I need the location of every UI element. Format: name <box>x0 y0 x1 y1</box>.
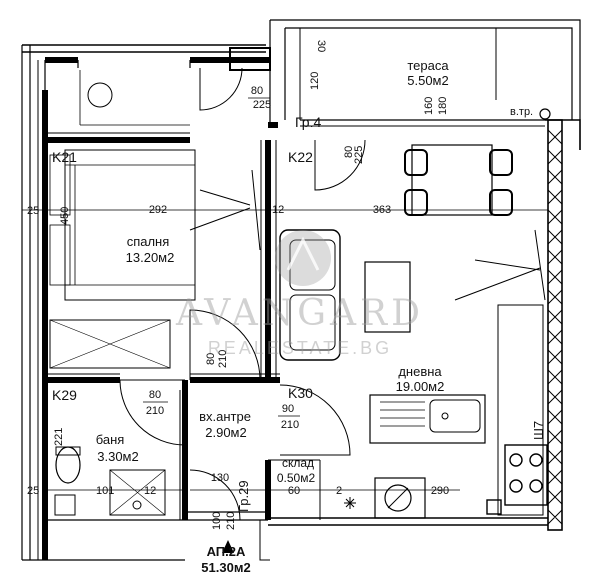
watermark: AVANGARD REALESTATE.BG <box>175 230 424 358</box>
living-name: дневна <box>398 364 442 379</box>
dim: 90 <box>282 403 294 415</box>
terrace-name: тераса <box>407 58 449 73</box>
watermark-sub: REALESTATE.BG <box>208 338 392 358</box>
bath-area: 3.30м2 <box>97 449 138 464</box>
label-gr29: Гр.29 <box>236 480 251 512</box>
storage-name: склад <box>282 456 314 470</box>
entrance-arrow-icon <box>222 540 234 553</box>
dim: 2 <box>336 485 342 497</box>
bedroom-name: спалня <box>127 234 170 249</box>
dim: 100 <box>211 512 223 530</box>
dim: 80 <box>149 389 161 401</box>
watermark-brand: AVANGARD <box>175 293 424 334</box>
dim: 221 <box>53 428 65 446</box>
dim: 210 <box>146 405 164 417</box>
apartment-name: АП.2А <box>207 544 246 559</box>
dim: 225 <box>353 146 365 164</box>
label-k30: K30 <box>288 385 313 401</box>
dim: 363 <box>373 204 391 216</box>
dim: 25 <box>27 205 39 217</box>
dim: 12 <box>272 204 284 216</box>
dim: 12 <box>144 485 156 497</box>
label-k21: K21 <box>52 149 77 165</box>
dim: 290 <box>431 485 449 497</box>
dim: 180 <box>437 97 449 115</box>
code-labels: K21 K22 K29 K30 Гр.4 Гр.29 в.тр. Ш7 <box>52 106 546 512</box>
living-area: 19.00м2 <box>396 379 445 394</box>
walls <box>21 19 581 561</box>
bedroom-area: 13.20м2 <box>126 250 175 265</box>
dim: 60 <box>288 485 300 497</box>
dim: 292 <box>149 204 167 216</box>
hall-name: вх.антре <box>199 409 251 424</box>
doors <box>119 67 366 561</box>
dim: 30 <box>315 40 327 52</box>
label-gr4: Гр.4 <box>295 114 321 130</box>
dim: 450 <box>59 207 71 225</box>
hall-area: 2.90м2 <box>205 425 246 440</box>
dim: 210 <box>225 512 237 530</box>
bath-name: баня <box>96 432 125 447</box>
dimension-lines <box>22 45 548 491</box>
label-sh7: Ш7 <box>531 421 546 440</box>
label-k29: K29 <box>52 387 77 403</box>
apartment-area: 51.30м2 <box>201 560 250 575</box>
label-vtr: в.тр. <box>510 106 533 118</box>
dim: 130 <box>211 472 229 484</box>
dim: 160 <box>423 97 435 115</box>
terrace-area: 5.50м2 <box>407 73 448 88</box>
dim: 101 <box>96 485 114 497</box>
dimension-labels: 80 225 80 225 30 120 160 180 292 12 363 … <box>27 40 449 530</box>
hatched-wall <box>547 129 563 525</box>
dim: 210 <box>281 419 299 431</box>
furniture <box>49 70 551 519</box>
dim: 25 <box>27 485 39 497</box>
dim: 225 <box>253 99 271 111</box>
dim: 80 <box>251 85 263 97</box>
dim: 80 <box>343 146 355 158</box>
label-k22: K22 <box>288 149 313 165</box>
room-labels: тераса 5.50м2 спалня 13.20м2 дневна 19.0… <box>96 58 450 575</box>
dim: 80 <box>205 353 217 365</box>
dim: 210 <box>217 350 229 368</box>
dim: 120 <box>309 72 321 90</box>
storage-area: 0.50м2 <box>277 471 316 485</box>
